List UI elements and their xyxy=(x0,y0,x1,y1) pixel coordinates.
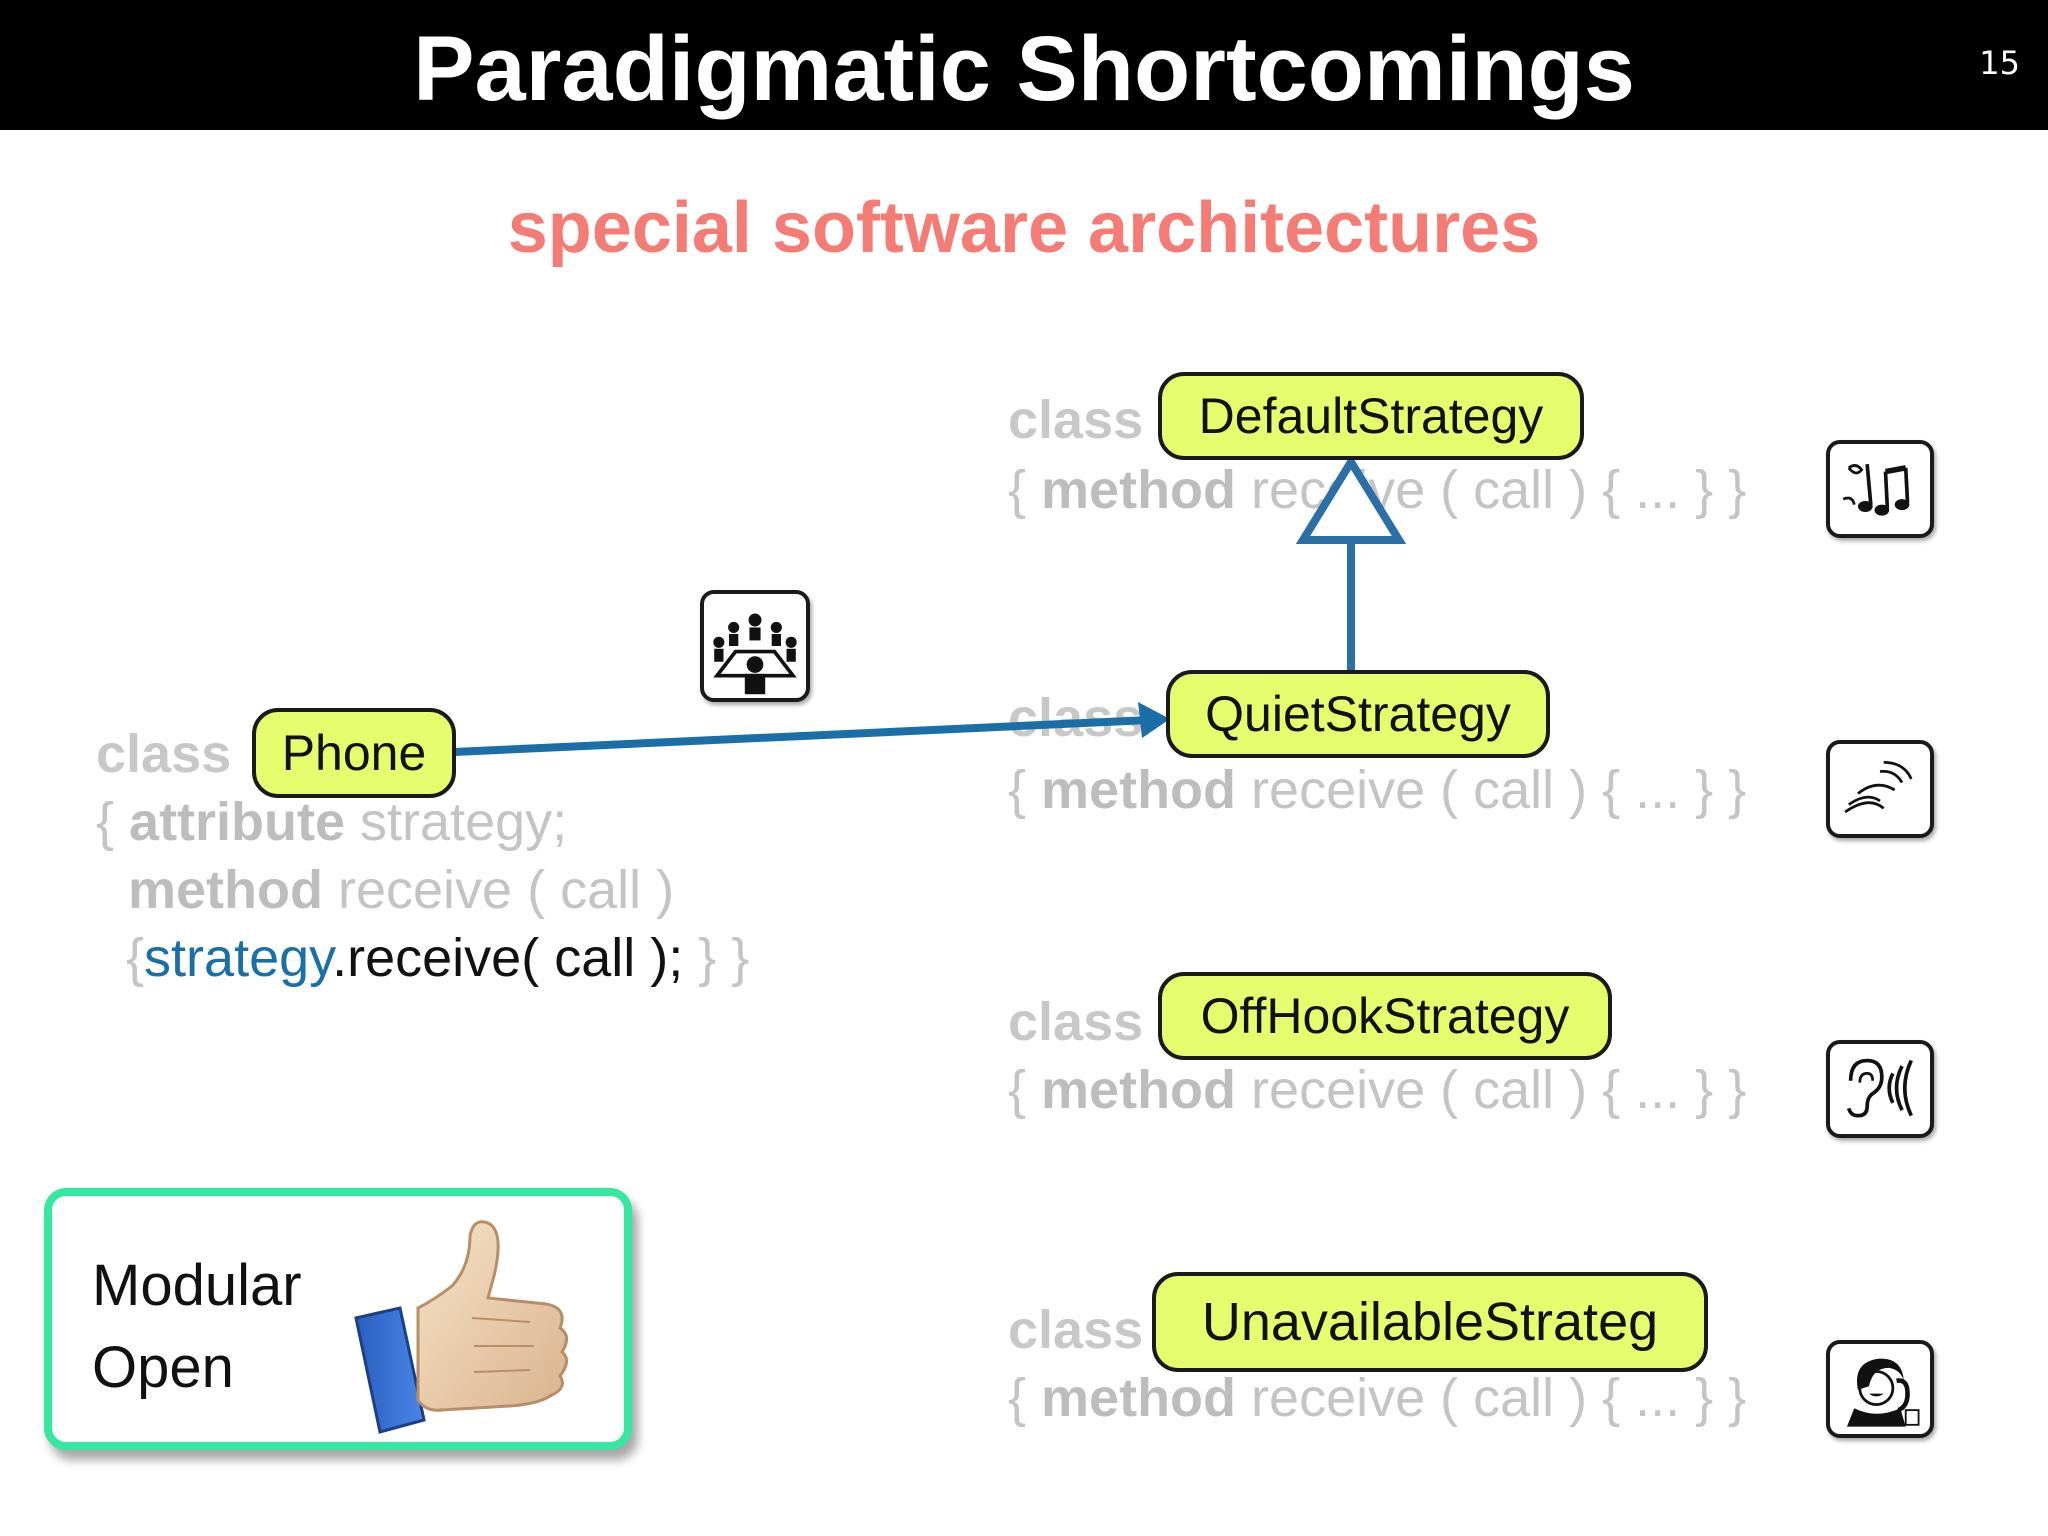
callout-open-text: Open xyxy=(92,1335,234,1400)
phone-class-keyword: class xyxy=(96,724,232,784)
thumbs-up-icon xyxy=(354,1220,568,1434)
unavailable-method-line: { method receive ( call ) { ... } } xyxy=(1008,1368,1747,1428)
slide-title: Paradigmatic Shortcomings xyxy=(413,18,1635,120)
inheritance-arrow xyxy=(1295,454,1407,672)
callout-modular-text: Modular xyxy=(92,1253,302,1318)
woman-on-phone-icon xyxy=(1826,1340,1934,1438)
delegation-arrow xyxy=(453,702,1170,756)
phone-class-pill: Phone xyxy=(252,708,456,798)
meeting-icon xyxy=(700,590,810,702)
phone-body-line: {strategy.receive( call ); } } xyxy=(126,928,750,988)
offhook-method-line: { method receive ( call ) { ... } } xyxy=(1008,1060,1747,1120)
phone-attribute-line: { attribute strategy; xyxy=(96,792,568,852)
vibration-icon xyxy=(1826,740,1934,838)
unavailable-strategy-pill: UnavailableStrateg xyxy=(1152,1272,1708,1372)
music-notes-icon xyxy=(1826,440,1934,538)
phone-method-line: method receive ( call ) xyxy=(128,860,675,920)
modular-open-callout: Modular Open xyxy=(44,1188,632,1450)
title-bar: Paradigmatic Shortcomings 15 xyxy=(0,0,2048,130)
default-class-keyword: class xyxy=(1008,390,1144,450)
default-strategy-pill: DefaultStrategy xyxy=(1158,372,1584,460)
ear-sound-icon xyxy=(1826,1040,1934,1138)
slide-number: 15 xyxy=(1979,44,2020,82)
unavailable-class-keyword: class xyxy=(1008,1300,1144,1360)
slide-subtitle: special software architectures xyxy=(507,188,1541,268)
offhook-class-keyword: class xyxy=(1008,992,1144,1052)
offhook-strategy-pill: OffHookStrategy xyxy=(1158,972,1612,1060)
quiet-method-line: { method receive ( call ) { ... } } xyxy=(1008,760,1747,820)
quiet-strategy-pill: QuietStrategy xyxy=(1166,670,1550,758)
